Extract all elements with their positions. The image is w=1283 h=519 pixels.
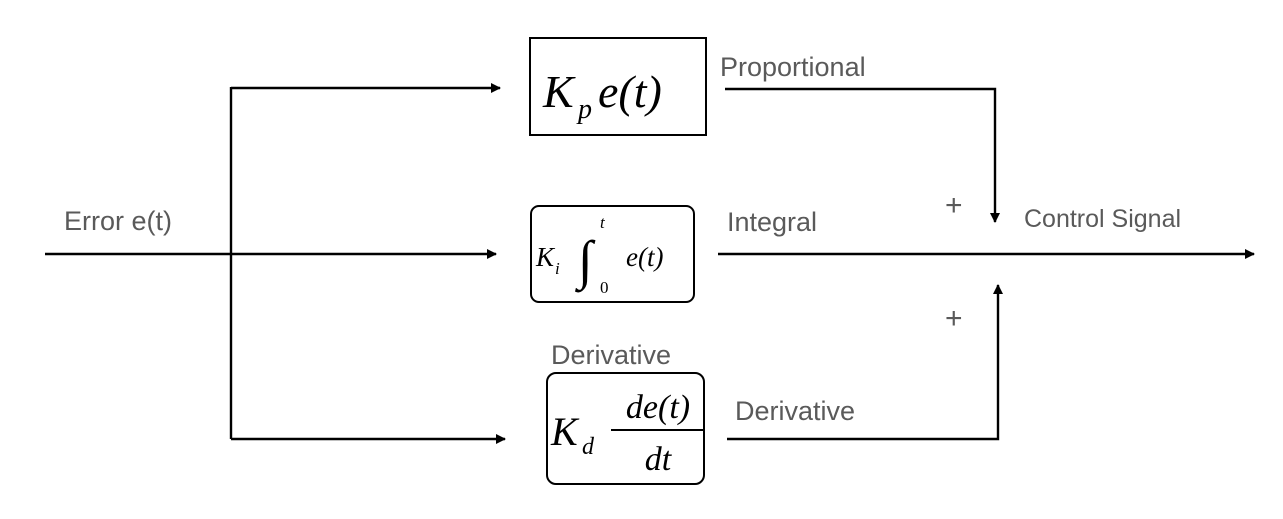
proportional-box xyxy=(529,37,707,136)
top-plus-sign: + xyxy=(945,189,963,222)
control-signal-label: Control Signal xyxy=(1024,205,1181,233)
integral-block: K i ∫ t 0 e(t) xyxy=(530,205,695,303)
derivative-gain-symbol: K xyxy=(550,409,580,454)
proportional-signal: e(t) xyxy=(598,66,662,117)
proportional-gain-symbol: K xyxy=(542,66,576,117)
derivative-numerator: de(t) xyxy=(626,389,690,426)
proportional-label: Proportional xyxy=(720,52,866,82)
derivative-denominator: dt xyxy=(645,441,673,478)
integral-gain-subscript: i xyxy=(555,259,560,278)
integral-gain-symbol: K xyxy=(535,242,556,272)
integral-box xyxy=(530,205,695,303)
derivative-heading: Derivative xyxy=(551,340,671,370)
integral-sign: ∫ xyxy=(575,230,596,293)
derivative-box xyxy=(546,372,705,485)
integral-lower-limit: 0 xyxy=(600,278,609,297)
integral-signal: e(t) xyxy=(626,242,663,272)
derivative-gain-subscript: d xyxy=(582,434,595,460)
proportional-output-arrow xyxy=(725,87,1000,223)
integral-upper-limit: t xyxy=(600,213,606,232)
derivative-block: K d de(t) dt xyxy=(546,372,705,485)
derivative-label: Derivative xyxy=(735,396,855,426)
proportional-block: K p e(t) xyxy=(529,37,707,136)
proportional-gain-subscript: p xyxy=(576,94,592,125)
bottom-plus-sign: + xyxy=(945,302,963,335)
integral-label: Integral xyxy=(727,207,817,237)
input-label: Error e(t) xyxy=(64,206,172,236)
derivative-output-arrow xyxy=(727,284,1003,441)
